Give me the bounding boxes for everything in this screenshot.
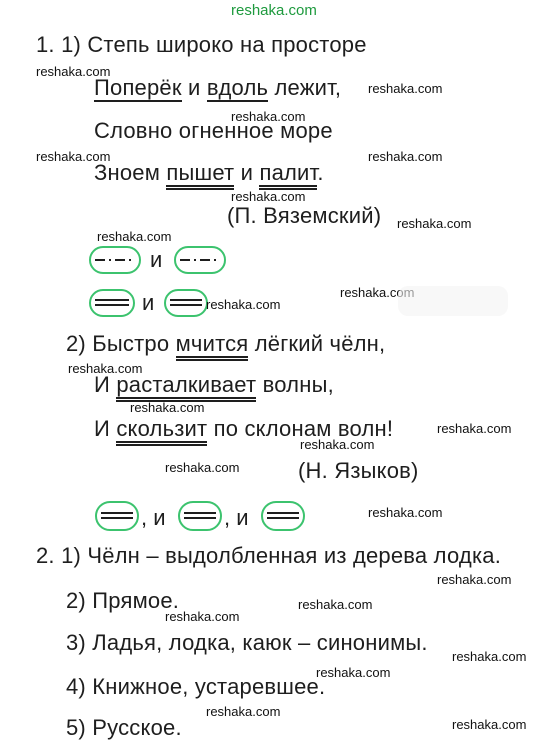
watermark: reshaka.com xyxy=(298,597,373,612)
double-line-oval-1 xyxy=(89,289,135,317)
task1-number: 1. xyxy=(36,32,55,57)
word: по склонам волн! xyxy=(213,416,394,441)
author2: (Н. Языков) xyxy=(298,458,419,483)
period: . xyxy=(317,160,324,185)
scheme1-and: и xyxy=(150,247,163,272)
task2-answer-5: 5) Русское. xyxy=(66,715,182,741)
poem2-line2: И расталкивает волны, xyxy=(94,372,334,402)
watermark: reshaka.com xyxy=(97,229,172,244)
watermark: reshaka.com xyxy=(165,609,240,624)
task2-answer-4: 4) Книжное, устаревшее. xyxy=(66,674,325,700)
task2-number: 2. xyxy=(36,543,55,568)
word: Быстро xyxy=(92,331,170,356)
task2-answer-2: 2) Прямое. xyxy=(66,588,179,614)
answer-number: 4) xyxy=(66,674,86,699)
scheme3-sep1: , и xyxy=(141,505,166,530)
scheme2-and: и xyxy=(142,290,155,315)
predicate-word: расталкивает xyxy=(116,372,257,402)
task2-answer-1: 2. 1) Чёлн – выдолбленная из дерева лодк… xyxy=(36,543,501,569)
watermark: reshaka.com xyxy=(397,216,472,231)
word: лёгкий чёлн, xyxy=(254,331,386,356)
watermark: reshaka.com xyxy=(300,437,375,452)
double-line-oval-5 xyxy=(261,501,305,531)
poem1-line2: Поперёк и вдоль лежит, xyxy=(94,75,342,102)
predicate-word: мчится xyxy=(175,331,249,361)
scheme3-sep2: , и xyxy=(224,505,249,530)
answer-number: 5) xyxy=(66,715,86,740)
predicate-word: скользит xyxy=(116,416,208,446)
watermark: reshaka.com xyxy=(231,109,306,124)
answer-text: Чёлн – выдолбленная из дерева лодка. xyxy=(87,543,502,568)
watermark: reshaka.com xyxy=(368,505,443,520)
word: И xyxy=(94,416,111,441)
watermark-top: reshaka.com xyxy=(231,2,317,19)
predicate-word: пышет xyxy=(166,160,235,190)
watermark: reshaka.com xyxy=(206,297,281,312)
answer-number: 1) xyxy=(61,543,82,568)
double-line-oval-2 xyxy=(164,289,208,317)
double-line-oval-3 xyxy=(95,501,139,531)
watermark: reshaka.com xyxy=(368,81,443,96)
word: волны, xyxy=(262,372,334,397)
answer-text: Книжное, устаревшее. xyxy=(92,674,326,699)
watermark: reshaka.com xyxy=(437,572,512,587)
predicate-word-2: палит xyxy=(259,160,318,190)
answer-text: Прямое. xyxy=(92,588,180,613)
item2-number: 2) xyxy=(66,331,86,356)
answer-number: 2) xyxy=(66,588,86,613)
item1-number: 1) xyxy=(61,32,82,57)
and-word: и xyxy=(188,75,201,100)
dash-dot-oval-1 xyxy=(89,246,141,274)
word: Зноем xyxy=(94,160,161,185)
watermark: reshaka.com xyxy=(368,149,443,164)
answer-text: Русское. xyxy=(92,715,182,740)
watermark: reshaka.com xyxy=(206,704,281,719)
word: И xyxy=(94,372,111,397)
poem1-line3: Словно огненное море xyxy=(94,118,333,143)
author1: (П. Вяземский) xyxy=(227,203,382,228)
watermark: reshaka.com xyxy=(437,421,512,436)
answer-number: 3) xyxy=(66,630,86,655)
watermark: reshaka.com xyxy=(68,361,143,376)
poem1-line4: Зноем пышет и палит. xyxy=(94,160,324,190)
faded-mark xyxy=(398,286,508,316)
poem1-line1: Степь широко на просторе xyxy=(87,32,367,57)
watermark: reshaka.com xyxy=(452,717,527,732)
poem2-line1: 2) Быстро мчится лёгкий чёлн, xyxy=(66,331,386,361)
watermark: reshaka.com xyxy=(130,400,205,415)
task1-heading: 1. 1) Степь широко на просторе xyxy=(36,32,367,58)
watermark: reshaka.com xyxy=(452,649,527,664)
watermark: reshaka.com xyxy=(36,149,111,164)
poem2-line3: И скользит по склонам волн! xyxy=(94,416,394,446)
task2-answer-3: 3) Ладья, лодка, каюк – синонимы. xyxy=(66,630,428,656)
answer-text: Ладья, лодка, каюк – синонимы. xyxy=(92,630,428,655)
watermark: reshaka.com xyxy=(165,460,240,475)
rest-word: лежит, xyxy=(274,75,342,100)
double-line-oval-4 xyxy=(178,501,222,531)
subject-word-2: вдоль xyxy=(206,75,269,102)
watermark: reshaka.com xyxy=(231,189,306,204)
and-word: и xyxy=(240,160,254,185)
subject-word: Поперёк xyxy=(94,75,182,102)
watermark: reshaka.com xyxy=(316,665,391,680)
watermark: reshaka.com xyxy=(340,285,415,300)
dash-dot-oval-2 xyxy=(174,246,226,274)
watermark: reshaka.com xyxy=(36,64,111,79)
